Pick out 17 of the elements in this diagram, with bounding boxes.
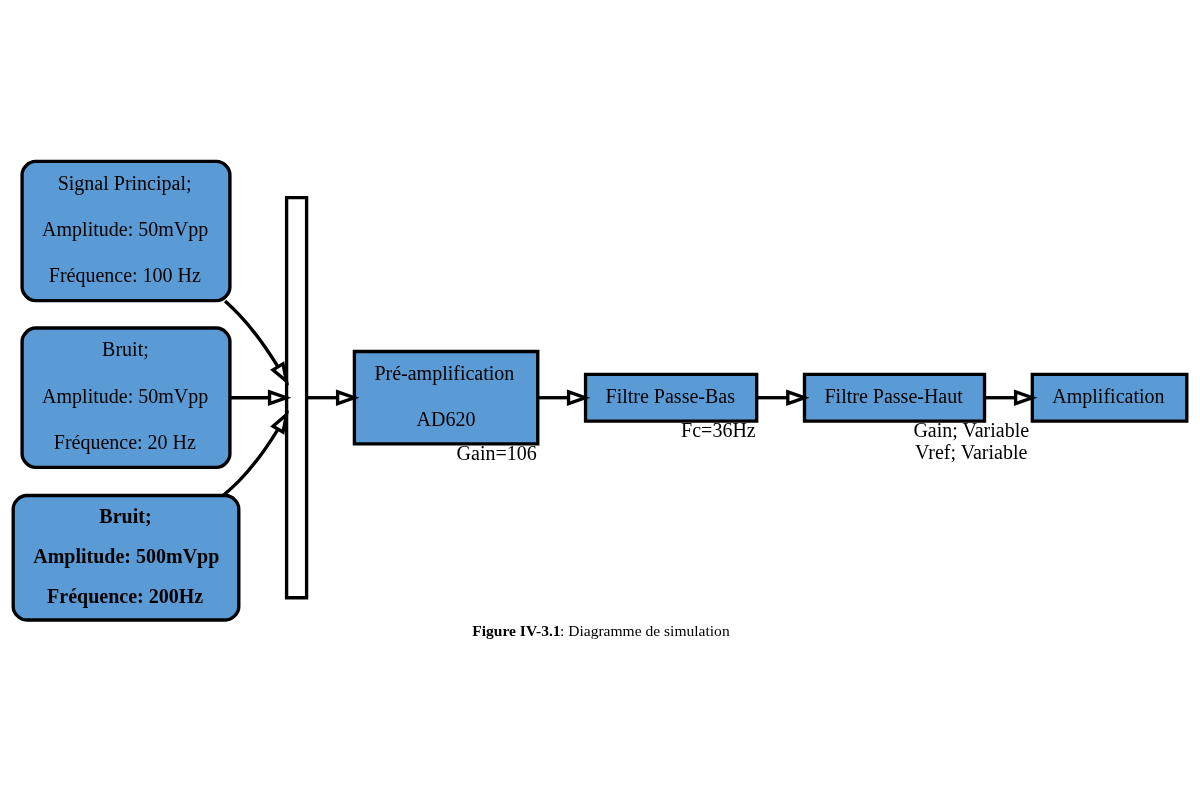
node-box: Filtre Passe-Bas [583, 372, 759, 423]
node-box: Pré-amplification AD620 [352, 349, 540, 446]
node-box: Amplification [1030, 372, 1189, 423]
node-bar [284, 196, 309, 600]
arrow [306, 389, 360, 406]
arrow [756, 389, 810, 406]
arrow [223, 299, 290, 386]
node-label: Vref; Variable [915, 441, 1028, 464]
arrow [230, 389, 292, 406]
node-box: Filtre Passe-Haut [802, 372, 987, 423]
arrow [984, 389, 1038, 406]
node-box: Bruit; Amplitude: 500mVpp Fréquence: 200Hz [11, 493, 241, 622]
node-box: Bruit; Amplitude: 50mVpp Fréquence: 20 Hz [20, 326, 232, 470]
arrow [537, 389, 591, 406]
caption: Figure IV-3.1: Diagramme de simulation [472, 621, 730, 639]
arrow [222, 410, 289, 497]
node-box: Signal Principal; Amplitude: 50mVpp Fréquence: 100 Hz [20, 159, 232, 303]
